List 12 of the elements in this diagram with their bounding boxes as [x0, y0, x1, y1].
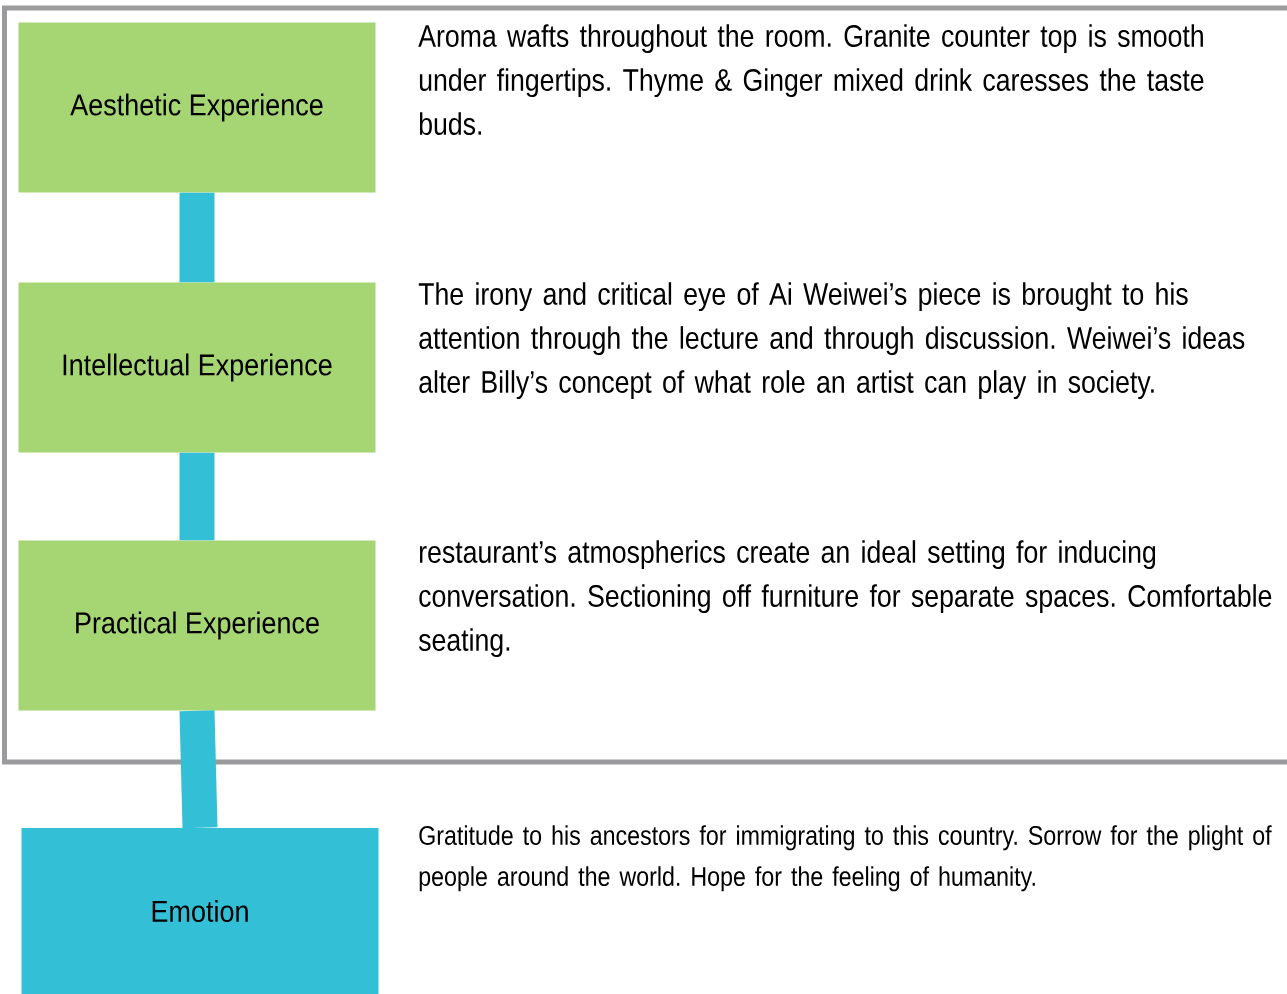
- description-text: Gratitude to his ancestors for immigrating to this country. Sorrow for the plight of people around the world. Hope for the feeling of humanity.: [419, 825, 1272, 892]
- connector-bar: [179, 192, 215, 283]
- connector-bar: [179, 710, 218, 829]
- frame: [2, 5, 1287, 765]
- emotion-box: Emotion: [21, 828, 379, 994]
- description-text: Aroma wafts throughout the room. Granite counter top is smooth under fingertips. Thyme & Ginger mixed drink caresses the taste buds.: [418, 24, 1204, 135]
- description-text: restaurant’s atmospherics create an ideal setting for inducing conversation. Sectioning off furniture for separate spaces. Comfortable seating.: [418, 540, 1272, 658]
- experience-box: Intellectual Experience: [18, 282, 376, 453]
- experience-box: Aesthetic Experience: [18, 22, 376, 193]
- experience-box: Practical Experience: [18, 540, 376, 711]
- description-text: The irony and critical eye of Ai Weiwei’s piece is brought to his attention through the lecture and through discussion. Weiwei’s ideas alter Billy’s concept of what role an artist can play in society.: [418, 282, 1245, 400]
- connector-bar: [179, 452, 215, 541]
